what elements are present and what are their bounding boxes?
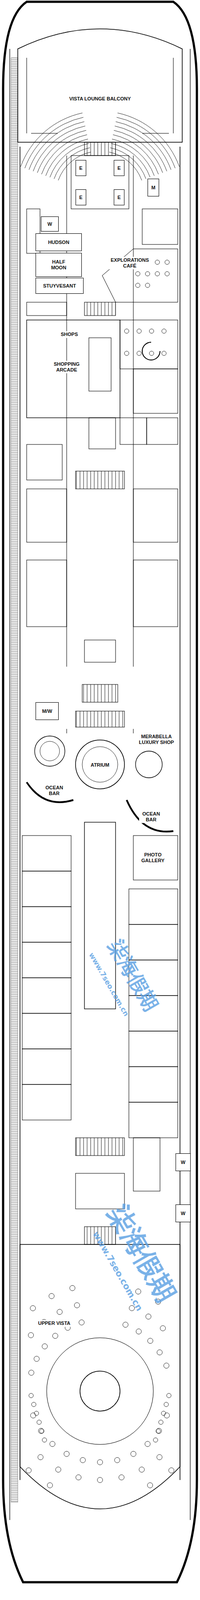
room-box: E	[75, 160, 87, 176]
room-name: M/W	[42, 708, 53, 715]
area-label: ATRIUM	[89, 761, 111, 769]
room-name: W	[180, 1159, 186, 1166]
room-name: HUDSON	[48, 239, 70, 246]
room-name: HALF MOON	[45, 259, 72, 271]
shopping-arcade-outline	[26, 320, 120, 418]
room-name: E	[79, 194, 83, 201]
atrium	[75, 740, 125, 789]
area-label: PHOTO GALLERY	[138, 851, 168, 864]
room-box: E	[75, 189, 87, 206]
room-box: E	[113, 189, 125, 206]
area-label: EXPLORATIONS CAFÉ	[106, 256, 153, 270]
room-name: E	[79, 165, 83, 172]
promenade	[11, 57, 18, 1503]
room-box: M	[147, 178, 160, 197]
room-box: HALF MOON	[35, 252, 82, 277]
area-label: OCEAN BAR	[42, 784, 67, 797]
room-box: W	[175, 1204, 191, 1223]
area-label: SHOPPING ARCADE	[48, 360, 86, 374]
room-name: E	[117, 165, 121, 172]
room-box: E	[113, 160, 125, 176]
room-box: M/W	[35, 702, 59, 720]
area-label: UPPER VISTA	[37, 1320, 72, 1327]
room-name: STUYVESANT	[43, 283, 76, 289]
room-name: E	[117, 194, 121, 201]
room-box: W	[40, 216, 59, 232]
room-box: STUYVESANT	[35, 277, 84, 294]
room-name: W	[47, 221, 52, 228]
room-name: W	[180, 1210, 186, 1217]
balcony-outline	[17, 28, 183, 143]
hull	[3, 1, 197, 1583]
area-label: VISTA LOUNGE BALCONY	[68, 95, 132, 103]
room-name: M	[151, 184, 156, 191]
area-label: OCEAN BAR	[139, 810, 164, 824]
room-box: W	[175, 1153, 191, 1172]
area-label: MERABELLA LUXURY SHOP	[135, 733, 178, 746]
watermark: 柒海假期	[103, 936, 164, 1016]
area-label: SHOPS	[60, 331, 80, 338]
room-box: HUDSON	[35, 233, 82, 252]
